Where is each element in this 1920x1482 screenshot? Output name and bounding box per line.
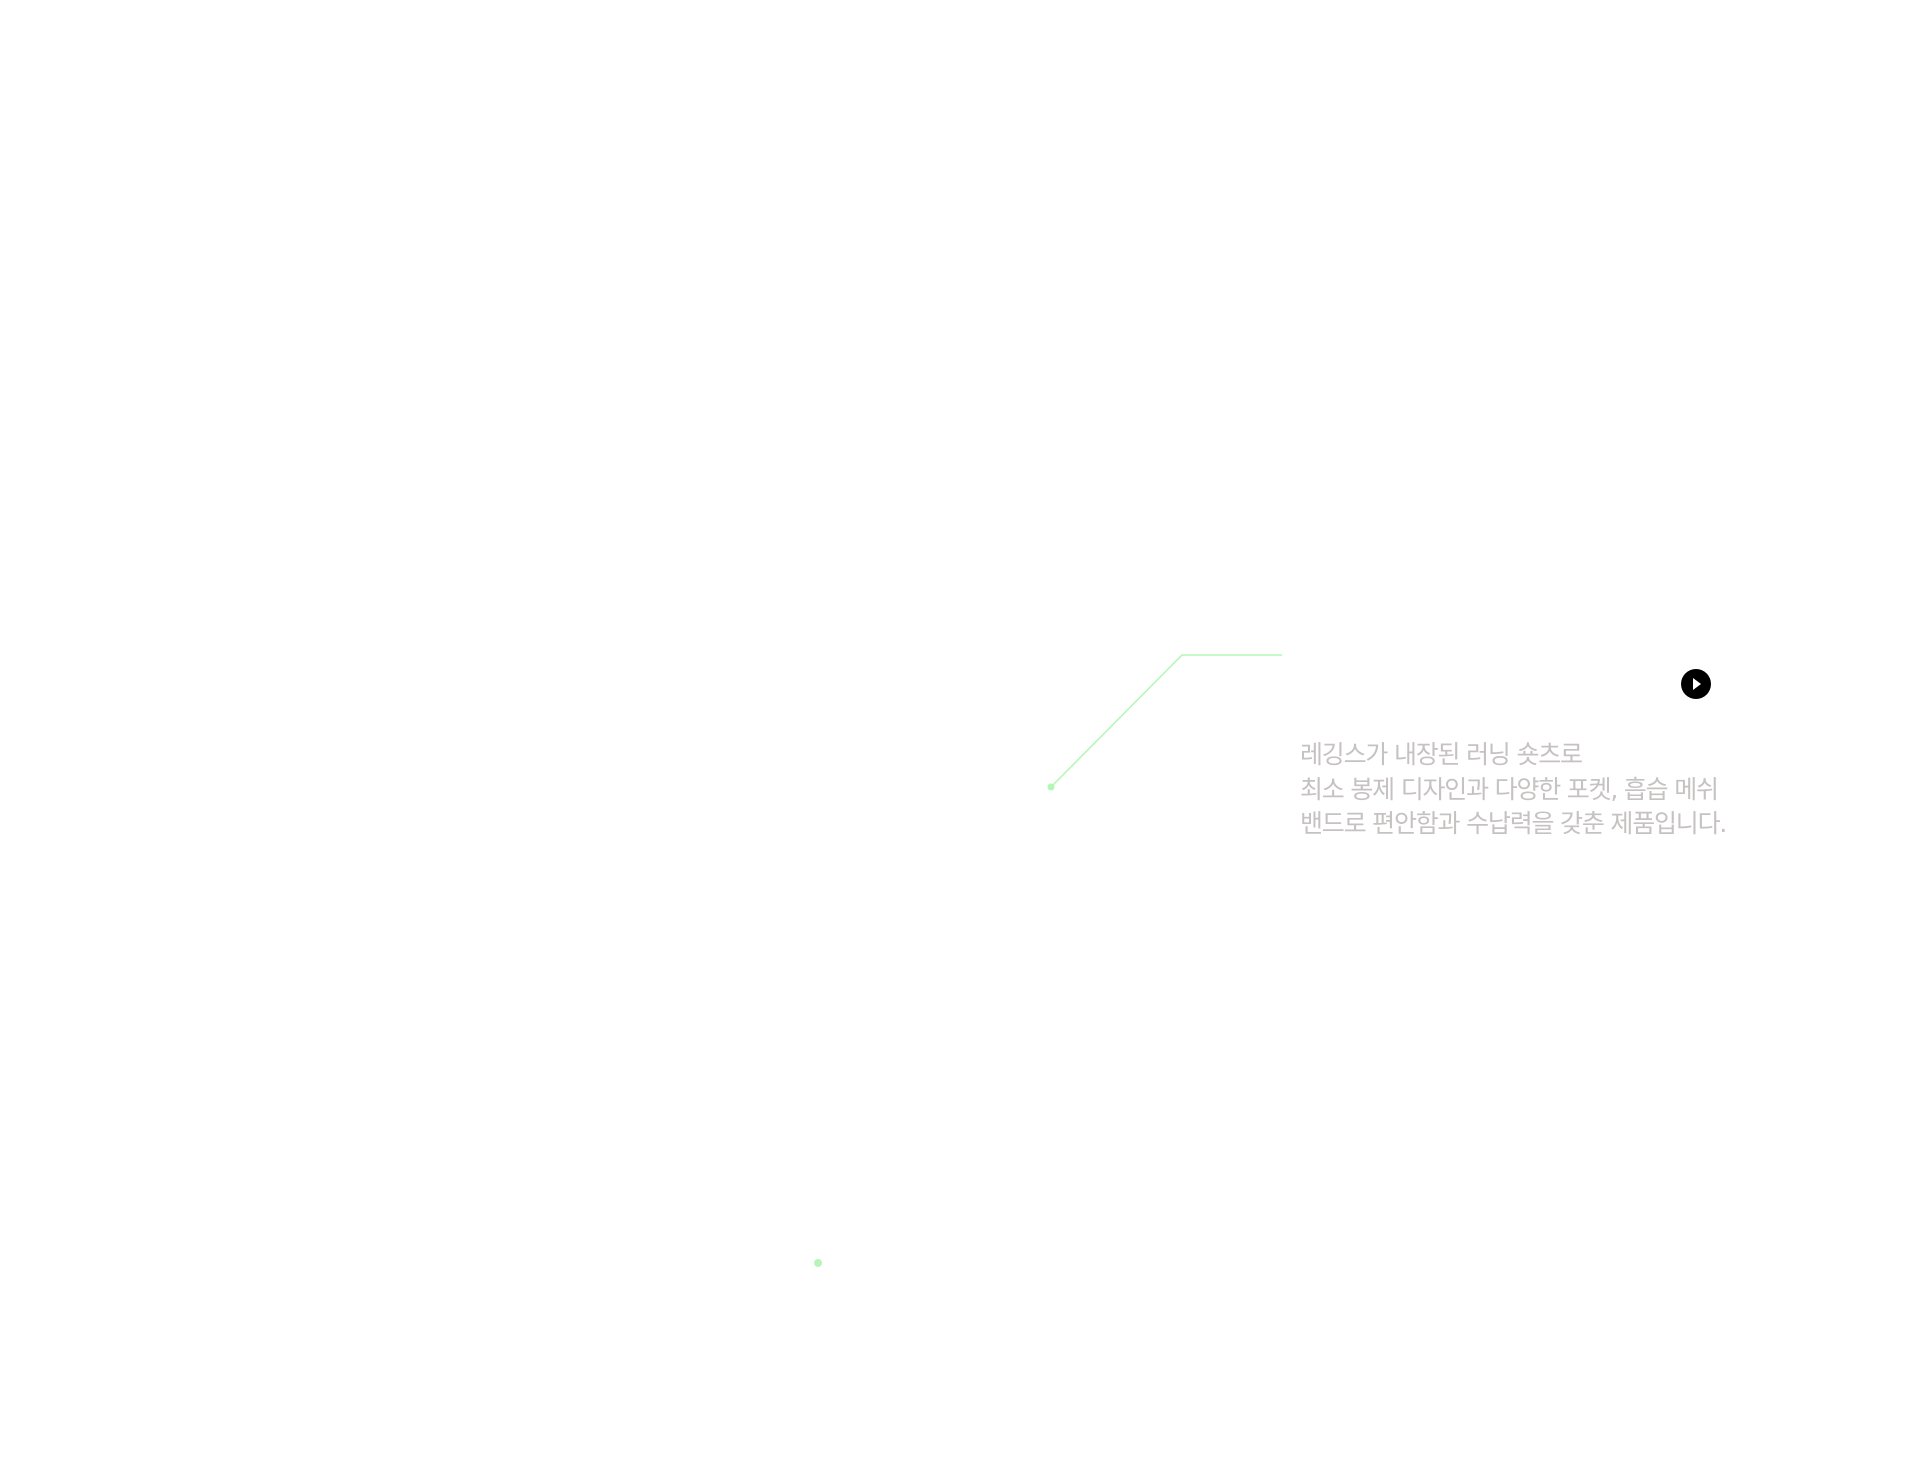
- play-icon: [1693, 678, 1701, 690]
- callout-connector: [1050, 654, 1282, 788]
- description-line: 레깅스가 내장된 러닝 숏츠로: [1300, 740, 1583, 769]
- play-button[interactable]: [1681, 669, 1711, 699]
- callout-hotspot-dot[interactable]: [1047, 783, 1055, 791]
- description-line: 최소 봉제 디자인과 다양한 포켓, 흡습 메쉬: [1300, 774, 1719, 804]
- hotspot-dot[interactable]: [814, 1259, 822, 1267]
- product-description: 레깅스가 내장된 러닝 숏츠로 최소 봉제 디자인과 다양한 포켓, 흡습 메쉬…: [1300, 738, 1727, 842]
- description-line: 밴드로 편안함과 수납력을 갖춘 제품입니다.: [1300, 809, 1727, 838]
